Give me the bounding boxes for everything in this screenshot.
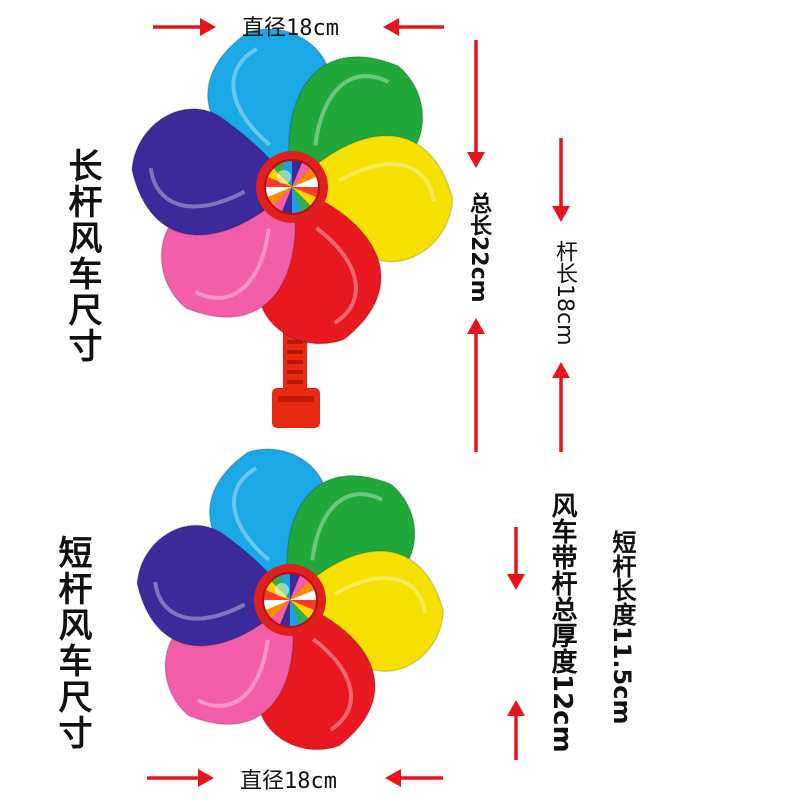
long-pole-title: 长杆风车尺寸: [62, 148, 102, 364]
thickness-arrow-up: [507, 700, 525, 760]
total-length-arrow-down: [467, 40, 485, 168]
total-length-label: 总长22cm: [466, 192, 491, 303]
pole-length-label: 杆长18cm: [552, 240, 577, 346]
pinwheel-hub: [256, 151, 328, 223]
diameter-arrow-left-bottom: [147, 769, 214, 787]
long-pole: [272, 320, 320, 428]
short-thickness-label: 风车带杆总厚度12cm: [547, 492, 577, 753]
short-pole-pinwheel: [136, 448, 445, 751]
pinwheel-hub: [254, 564, 326, 636]
petal-purple: [136, 524, 291, 647]
bottom-diameter-label: 直径18cm: [240, 769, 337, 794]
short-pole-title: 短杆风车尺寸: [52, 535, 92, 751]
diameter-arrow-right-top: [383, 18, 444, 36]
short-pole-length-label: 短杆长度11.5cm: [608, 530, 636, 725]
pole-length-arrow-up: [552, 362, 570, 452]
total-length-arrow-up: [467, 318, 485, 452]
top-diameter-label: 直径18cm: [242, 16, 339, 41]
diameter-arrow-left-top: [153, 18, 216, 36]
long-pole-pinwheel: [131, 28, 454, 345]
diameter-arrow-right-bottom: [385, 769, 443, 787]
petal-purple: [131, 108, 293, 236]
pole-length-arrow-down: [552, 138, 570, 222]
thickness-arrow-down: [507, 527, 525, 590]
